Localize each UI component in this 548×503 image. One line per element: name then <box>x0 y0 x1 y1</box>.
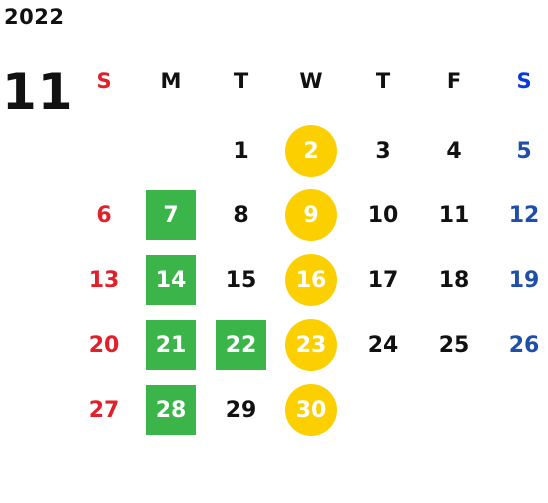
day-cell[interactable]: 8 <box>233 202 249 228</box>
day-cell[interactable]: 5 <box>516 138 532 164</box>
day-cell-yellow-circle[interactable]: 16 <box>285 254 337 306</box>
day-cell-yellow-circle[interactable]: 2 <box>285 125 337 177</box>
weekday-header-sat: S <box>516 69 532 93</box>
day-cell[interactable]: 18 <box>438 267 470 293</box>
weekday-header-tue: T <box>233 69 249 93</box>
day-cell-green-box[interactable]: 7 <box>146 190 196 240</box>
weekday-header-mon: M <box>160 69 182 93</box>
calendar-year: 2022 <box>4 5 65 29</box>
day-cell[interactable]: 13 <box>88 267 120 293</box>
day-cell[interactable]: 26 <box>508 332 540 358</box>
day-cell-yellow-circle[interactable]: 9 <box>285 189 337 241</box>
day-cell[interactable]: 1 <box>233 138 249 164</box>
weekday-header-wed: W <box>299 69 323 93</box>
day-cell-green-box[interactable]: 21 <box>146 320 196 370</box>
day-cell-green-box[interactable]: 28 <box>146 385 196 435</box>
day-cell[interactable]: 27 <box>88 397 120 423</box>
day-cell-green-box[interactable]: 22 <box>216 320 266 370</box>
day-cell[interactable]: 12 <box>508 202 540 228</box>
weekday-header-thu: T <box>375 69 391 93</box>
day-cell[interactable]: 29 <box>225 397 257 423</box>
day-cell-yellow-circle[interactable]: 30 <box>285 384 337 436</box>
day-cell[interactable]: 15 <box>225 267 257 293</box>
day-cell[interactable]: 6 <box>96 202 112 228</box>
day-cell[interactable]: 19 <box>508 267 540 293</box>
day-cell[interactable]: 25 <box>438 332 470 358</box>
calendar-month: 11 <box>2 63 74 121</box>
day-cell[interactable]: 20 <box>88 332 120 358</box>
day-cell[interactable]: 10 <box>367 202 399 228</box>
day-cell-green-box[interactable]: 14 <box>146 255 196 305</box>
day-cell[interactable]: 4 <box>446 138 462 164</box>
day-cell[interactable]: 24 <box>367 332 399 358</box>
day-cell[interactable]: 17 <box>367 267 399 293</box>
day-cell[interactable]: 3 <box>375 138 391 164</box>
weekday-header-sun: S <box>96 69 112 93</box>
day-cell[interactable]: 11 <box>438 202 470 228</box>
weekday-header-fri: F <box>446 69 462 93</box>
day-cell-yellow-circle[interactable]: 23 <box>285 319 337 371</box>
